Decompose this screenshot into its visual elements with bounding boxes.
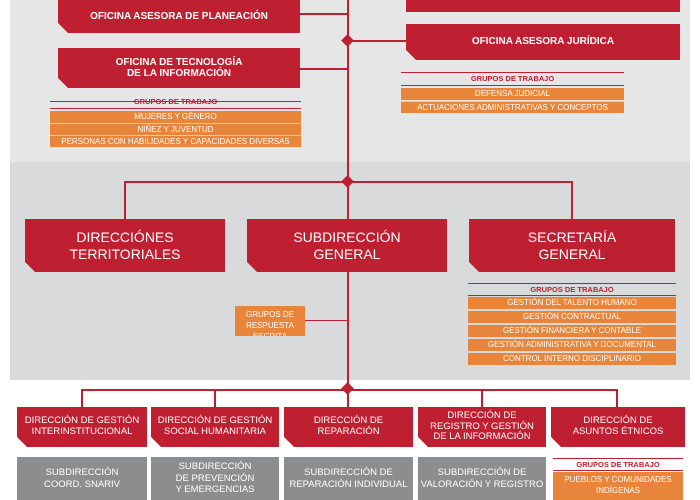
respuesta-label-1: GRUPOS DE — [245, 310, 294, 319]
jur-group-1: DEFENSA JUDICIAL — [401, 88, 624, 100]
middle-drop-center — [347, 181, 349, 219]
subdireccion-general-box[interactable]: SUBDIRECCIÓN GENERAL — [247, 219, 447, 272]
direccion-social-humanitaria-box[interactable]: DIRECCIÓN DE GESTIÓN SOCIAL HUMANITARIA — [151, 407, 279, 447]
tec-group-1: MUJERES Y GÉNERO — [50, 111, 301, 123]
dir3-label-1: DIRECCIÓN DE — [313, 415, 384, 427]
etnicos-group-line-1: PUEBLOS Y COMUNIDADES — [564, 475, 672, 484]
tecnologia-label-1: OFICINA DE TECNOLOGÍA — [115, 56, 243, 68]
tecnologia-label-2: DE LA INFORMACIÓN — [126, 68, 232, 79]
sub2-label-1: SUBDIRECCIÓN — [178, 460, 252, 472]
bottom-drop-4 — [481, 389, 483, 407]
planeacion-box[interactable]: OFICINA ASESORA DE PLANEACIÓN — [58, 0, 300, 33]
etnicos-group-1: PUEBLOS Y COMUNIDADES INDÍGENAS — [553, 472, 683, 500]
bottom-horizontal-line — [81, 389, 618, 391]
dir5-label-1: DIRECCIÓN DE — [583, 415, 653, 427]
tec-groups-line-bottom — [50, 108, 301, 109]
sub1-label-1: SUBDIRECCIÓN — [45, 466, 119, 478]
secretaria-general-label-1: SECRETARÍA — [527, 229, 617, 246]
sec-group-4: GESTIÓN ADMINISTRATIVA Y DOCUMENTAL — [468, 339, 676, 351]
main-vertical-line — [347, 0, 349, 182]
dir1-label-2: INTERINSTITUCIONAL — [31, 426, 133, 437]
sub4-label-1: SUBDIRECCIÓN DE — [437, 466, 527, 478]
jur-groups-line — [401, 72, 624, 73]
subdireccion-down-line — [347, 272, 349, 394]
sub3-label-2: REPARACIÓN INDIVIDUAL — [289, 478, 408, 490]
subdireccion-general-label-1: SUBDIRECCIÓN — [293, 229, 401, 246]
sub3-label-1: SUBDIRECCIÓN DE — [304, 466, 393, 478]
sub1-label-2: COORD. SNARIV — [43, 478, 120, 490]
subdireccion-prevencion-box[interactable]: SUBDIRECCIÓN DE PREVENCIÓN Y EMERGENCIAS — [151, 457, 279, 500]
dir1-label-1: DIRECCIÓN DE GESTIÓN — [24, 415, 140, 427]
etnicos-groups-header: GRUPOS DE TRABAJO — [576, 460, 660, 469]
sec-groups-header: GRUPOS DE TRABAJO — [530, 285, 614, 294]
subdireccion-valoracion-box[interactable]: SUBDIRECCIÓN DE VALORACIÓN Y REGISTRO — [418, 457, 546, 500]
direccion-interinstitucional-box[interactable]: DIRECCIÓN DE GESTIÓN INTERINSTITUCIONAL — [17, 407, 147, 447]
juridica-box[interactable]: OFICINA ASESORA JURÍDICA — [406, 24, 680, 60]
subdireccion-reparacion-individual-box[interactable]: SUBDIRECCIÓN DE REPARACIÓN INDIVIDUAL — [284, 457, 413, 500]
juridica-top-stub — [406, 0, 680, 12]
bottom-drop-3 — [347, 389, 349, 407]
top-branch-tecnologia — [300, 68, 348, 70]
respuesta-escrita-box: GRUPOS DE RESPUESTA ESCRITA — [235, 306, 305, 336]
etnicos-groups-line-bottom — [553, 470, 683, 471]
juridica-label: OFICINA ASESORA JURÍDICA — [471, 36, 615, 48]
dir4-label-1: DIRECCIÓN DE — [447, 409, 517, 421]
jur-groups-line-bottom — [401, 85, 624, 86]
sec-groups-line-bottom — [468, 295, 676, 296]
dir3-label-2: REPARACIÓN — [317, 426, 380, 437]
dir2-label-1: DIRECCIÓN DE GESTIÓN — [157, 415, 273, 427]
dir5-label-2: ASUNTOS ÉTNICOS — [572, 426, 664, 437]
tec-group-2: NIÑEZ Y JUVENTUD — [50, 123, 301, 135]
subdireccion-general-label-2: GENERAL — [313, 245, 381, 262]
sec-group-2: GESTIÓN CONTRACTUAL — [468, 311, 676, 323]
middle-drop-right — [571, 181, 573, 219]
bottom-drop-1 — [81, 389, 83, 407]
secretaria-general-box[interactable]: SECRETARÍA GENERAL — [469, 219, 675, 272]
direccion-registro-box[interactable]: DIRECCIÓN DE REGISTRO Y GESTIÓN DE LA IN… — [418, 407, 546, 447]
jur-group-2: ACTUACIONES ADMINISTRATIVAS Y CONCEPTOS — [401, 101, 624, 113]
territoriales-box[interactable]: DIRECCIÓNES TERRITORIALES — [25, 219, 225, 272]
direccion-etnicos-box[interactable]: DIRECCIÓN DE ASUNTOS ÉTNICOS — [551, 407, 685, 447]
top-branch-planeacion — [300, 13, 348, 15]
sec-group-3: GESTIÓN FINANCIERA Y CONTABLE — [468, 325, 676, 337]
tec-groups-line — [50, 101, 301, 102]
jur-groups-header: GRUPOS DE TRABAJO — [470, 74, 555, 83]
respuesta-connector — [305, 320, 348, 321]
tecnologia-box[interactable]: OFICINA DE TECNOLOGÍA DE LA INFORMACIÓN — [58, 48, 300, 88]
sub2-label-3: Y EMERGENCIAS — [175, 484, 255, 496]
bottom-drop-5 — [616, 389, 618, 407]
sub4-label-2: VALORACIÓN Y REGISTRO — [420, 478, 544, 490]
bottom-drop-2 — [214, 389, 216, 407]
direccion-reparacion-box[interactable]: DIRECCIÓN DE REPARACIÓN — [284, 407, 413, 447]
dir2-label-2: SOCIAL HUMANITARIA — [164, 426, 266, 437]
territoriales-label-2: TERRITORIALES — [69, 245, 181, 262]
tec-groups-header: GRUPOS DE TRABAJO — [133, 97, 218, 106]
top-branch-juridica — [348, 40, 406, 42]
subdireccion-snariv-box[interactable]: SUBDIRECCIÓN COORD. SNARIV — [17, 457, 147, 500]
etnicos-groups-line — [553, 458, 683, 459]
tec-group-3: PERSONAS CON HABILIDADES Y CAPACIDADES D… — [50, 135, 301, 147]
secretaria-general-label-2: GENERAL — [538, 245, 606, 262]
sec-groups-line — [468, 283, 676, 284]
sub2-label-2: DE PREVENCIÓN — [175, 472, 255, 484]
middle-drop-left — [124, 181, 126, 219]
sec-group-1: GESTIÓN DEL TALENTO HUMANO — [468, 297, 676, 309]
dir4-label-3: DE LA INFORMACIÓN — [433, 431, 531, 443]
territoriales-label-1: DIRECCIÓNES — [76, 229, 174, 246]
etnicos-group-line-2: INDÍGENAS — [595, 486, 640, 495]
planeacion-label: OFICINA ASESORA DE PLANEACIÓN — [90, 10, 268, 22]
respuesta-label-2: RESPUESTA ESCRITA — [246, 321, 294, 336]
dir4-label-2: REGISTRO Y GESTIÓN — [430, 420, 534, 432]
sec-group-5: CONTROL INTERNO DISCIPLINARIO — [468, 353, 676, 365]
